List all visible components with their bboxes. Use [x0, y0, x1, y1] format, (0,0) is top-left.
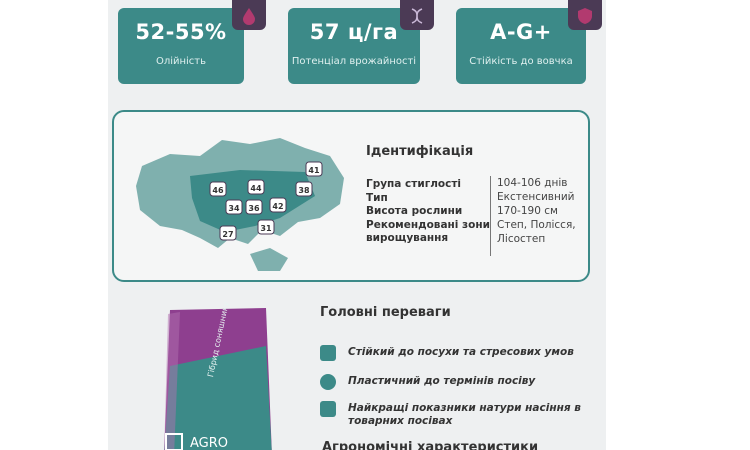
- stat-label: Стійкість до вовчка: [469, 56, 573, 67]
- map-region-marker: [257, 219, 275, 235]
- map-region-marker: [245, 199, 263, 215]
- value-maturity: 104-106 днів: [497, 177, 568, 189]
- map-region-label: 46: [212, 186, 224, 195]
- identification-card: 46 44 34 36 42 38 41 31 27 Ідентифікація Група с…: [112, 110, 590, 282]
- map-region-label: 36: [248, 204, 260, 213]
- product-sheet: 52-55% Олійність 57 ц/га Потенціал врожа…: [108, 0, 606, 450]
- map-region-marker: [219, 225, 237, 241]
- label-height: Висота рослини: [366, 205, 463, 217]
- dna-icon: [400, 0, 434, 30]
- label-type: Тип: [366, 191, 388, 204]
- label-maturity: Група стиглості: [366, 178, 462, 190]
- bag-brand: AGRO: [190, 436, 229, 450]
- seed-bag-image: Гібрид соняшнику AGRO: [160, 301, 278, 450]
- map-region-marker: [209, 181, 227, 197]
- map-region-label: 31: [260, 224, 272, 233]
- map-region-marker: [269, 197, 287, 213]
- bar-chart-icon: [320, 401, 336, 417]
- map-region-label: 38: [298, 186, 310, 195]
- map-region-marker: [305, 161, 323, 177]
- stat-label: Олійність: [155, 56, 207, 67]
- stat-value: 57 ц/га: [309, 20, 399, 44]
- stat-card-oil: 52-55% Олійність: [118, 0, 266, 84]
- stat-card-resistance: A-G+ Стійкість до вовчка: [456, 0, 602, 84]
- map-region-label: 27: [222, 230, 233, 239]
- map-region-label: 34: [228, 204, 240, 213]
- map-region-label: 44: [250, 184, 262, 193]
- map-region-label: 42: [272, 202, 283, 211]
- value-type: Екстенсивний: [497, 191, 575, 203]
- label-zones: Рекомендовані зони вирощування: [366, 218, 490, 245]
- value-height: 170-190 см: [497, 205, 558, 217]
- shield-icon: [568, 0, 602, 30]
- clock-icon: [320, 374, 336, 390]
- map-region-label: 41: [308, 166, 320, 175]
- identification-labels: Група стиглості Тип Висота рослини Реком…: [366, 178, 496, 246]
- stat-label: Потенціал врожайності: [291, 56, 417, 67]
- advantages-title: Головні переваги: [320, 305, 451, 320]
- identification-title: Ідентифікація: [366, 144, 474, 159]
- stat-card-yield: 57 ц/га Потенціал врожайності: [288, 0, 434, 84]
- sun-shield-icon: [320, 345, 336, 361]
- drop-icon: [232, 0, 266, 30]
- map-region-marker: [225, 199, 243, 215]
- ukraine-map: 46 44 34 36 42 38 41 31 27: [136, 138, 344, 271]
- value-zones: Степ, Полісся, Лісостеп: [497, 219, 576, 245]
- map-region-marker: [295, 181, 313, 197]
- map-region-marker: [247, 179, 265, 195]
- identification-values: 104-106 днів Екстенсивний 170-190 см Сте…: [490, 176, 589, 256]
- next-section-title: Агрономічні характеристики: [322, 440, 539, 450]
- stat-value: A-G+: [490, 20, 552, 44]
- stat-value: 52-55%: [135, 20, 227, 44]
